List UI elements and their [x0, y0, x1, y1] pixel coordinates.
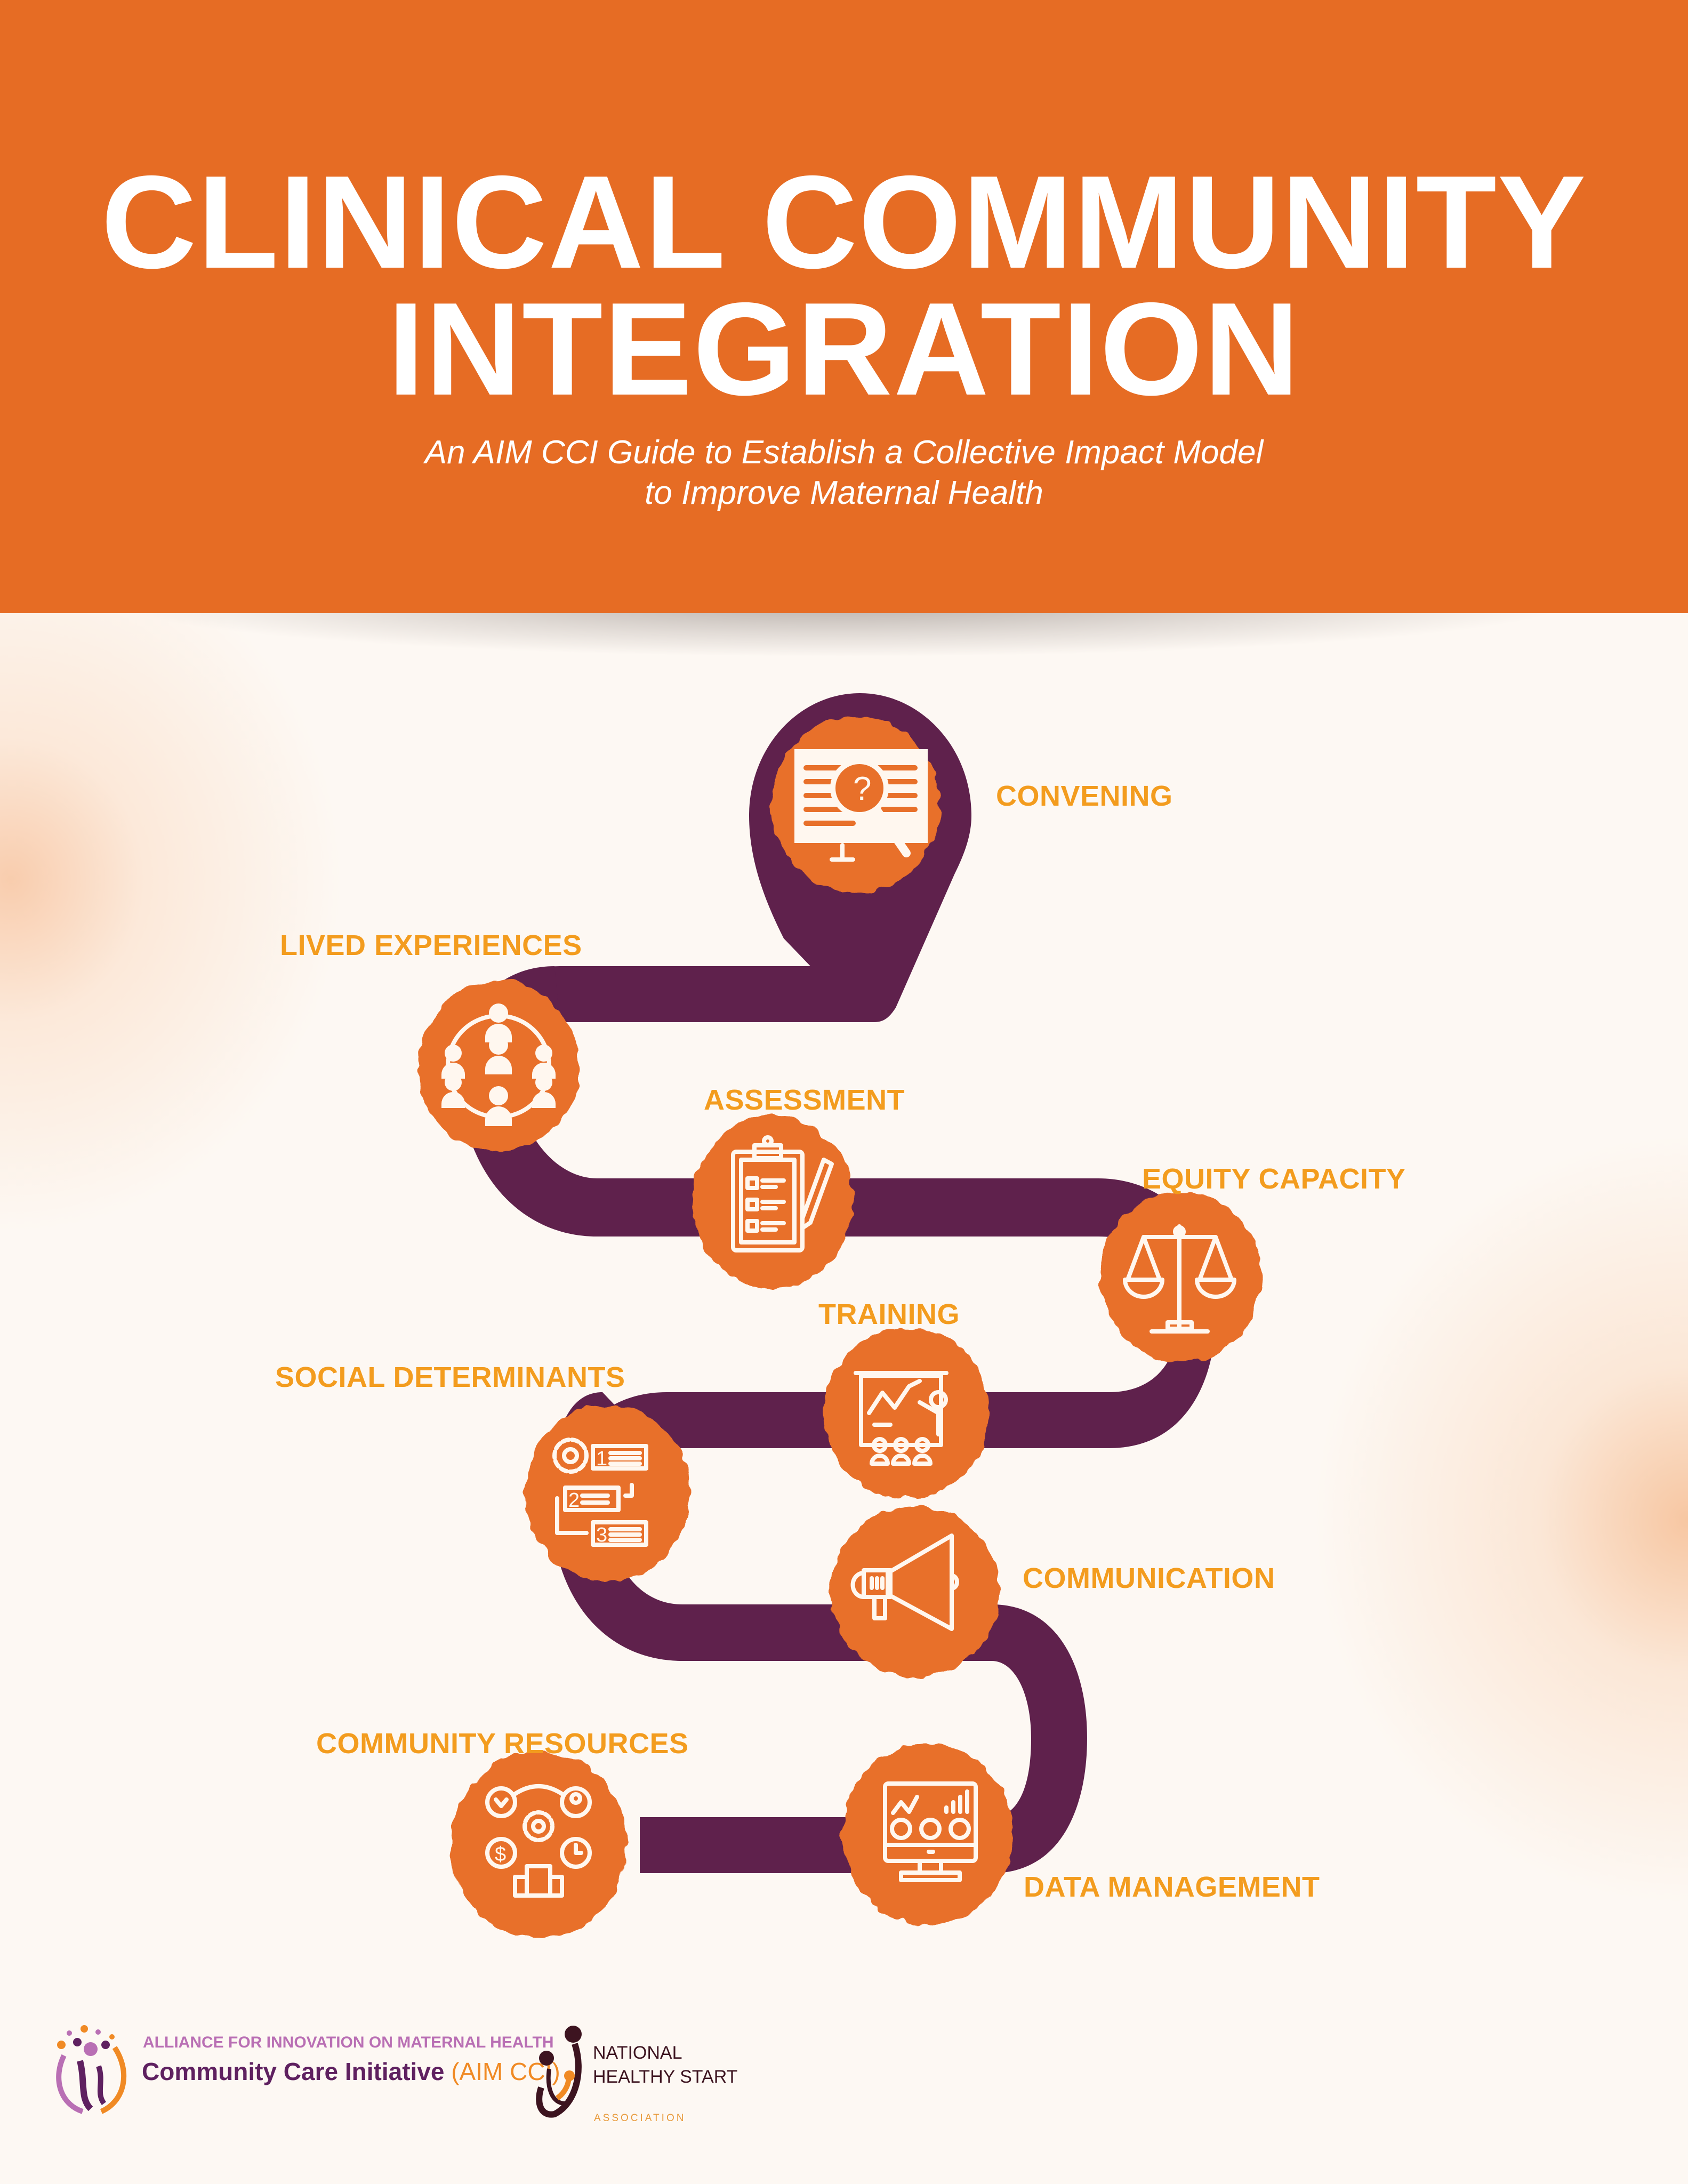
people-network-circle-icon	[441, 1003, 556, 1126]
gear-numbered-process-icon: 1 2 3	[552, 1438, 648, 1547]
community-services-network-icon: $	[485, 1784, 592, 1898]
step-label-community-resources: COMMUNITY RESOURCES	[316, 1728, 689, 1760]
nhsa-logo-icon	[536, 2026, 582, 2118]
aim-cci-org-name: ALLIANCE FOR INNOVATION ON MATERNAL HEAL…	[143, 2034, 554, 2051]
clipboard-checklist-icon	[731, 1135, 834, 1252]
step-label-equity-capacity: EQUITY CAPACITY	[1142, 1163, 1406, 1195]
road-curve-3	[551, 1392, 1087, 1873]
blob-data-management	[842, 1744, 1013, 1925]
step-label-assessment: ASSESSMENT	[704, 1084, 905, 1116]
aim-cci-program-main: Community Care Initiative	[142, 2058, 452, 2085]
subtitle-line-2: to Improve Maternal Health	[645, 475, 1043, 511]
svg-text:1: 1	[596, 1448, 607, 1470]
monitor-magnifier-question-icon: ?	[794, 749, 928, 862]
nhsa-line-2: HEALTHY START	[593, 2067, 738, 2087]
title-line-2: INTEGRATION	[388, 275, 1300, 423]
presentation-board-audience-icon	[854, 1371, 949, 1466]
step-label-communication: COMMUNICATION	[1023, 1562, 1275, 1594]
step-label-convening: CONVENING	[996, 780, 1173, 812]
svg-text:2: 2	[568, 1489, 580, 1512]
blob-communication	[831, 1506, 999, 1677]
road-curve-2	[570, 1221, 1216, 1472]
step-label-training: TRAINING	[818, 1298, 960, 1330]
step-label-data-management: DATA MANAGEMENT	[1024, 1871, 1320, 1903]
step-blobs	[417, 717, 1262, 1938]
blob-social-determinants	[525, 1405, 690, 1581]
svg-text:3: 3	[596, 1524, 607, 1546]
monitor-analytics-dashboard-icon	[883, 1781, 978, 1882]
subtitle-line-1: An AIM CCI Guide to Establish a Collecti…	[424, 434, 1264, 471]
megaphone-icon	[850, 1533, 959, 1631]
road-curve-1	[459, 966, 1189, 1253]
nhsa-line-3: ASSOCIATION	[594, 2113, 686, 2124]
svg-text:?: ?	[853, 770, 871, 807]
aim-cci-logo-icon	[56, 2025, 127, 2114]
blob-community-resources	[451, 1752, 626, 1938]
title-line-1: CLINICAL COMMUNITY	[101, 148, 1587, 296]
balance-scale-icon	[1123, 1224, 1236, 1334]
svg-text:$: $	[495, 1843, 506, 1866]
cover-header: CLINICAL COMMUNITY INTEGRATION An AIM CC…	[0, 0, 1688, 613]
blob-training	[824, 1328, 989, 1498]
nhsa-line-1: NATIONAL	[593, 2043, 682, 2063]
step-label-lived-experiences: LIVED EXPERIENCES	[280, 929, 582, 961]
step-label-social-determinants: SOCIAL DETERMINANTS	[275, 1361, 625, 1393]
aim-cci-program-name: Community Care Initiative (AIM CCI)	[142, 2057, 560, 2086]
